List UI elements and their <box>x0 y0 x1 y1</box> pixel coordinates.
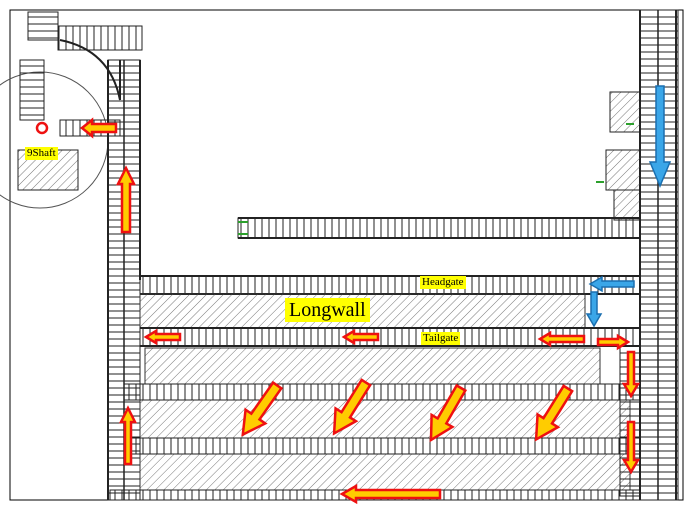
arrow-diagonal-4-icon <box>534 384 574 442</box>
shaft-marker-icon <box>35 121 49 135</box>
gob-panel-3 <box>139 453 631 491</box>
shaft-label: 9Shaft <box>25 147 58 160</box>
headgate-label: Headgate <box>420 276 466 289</box>
arrow-down-blue-right-main-icon <box>648 85 672 188</box>
arrow-left-bottom-icon <box>339 483 442 505</box>
arrow-right-tailgate-icon <box>596 333 631 351</box>
arrow-down-right-2-icon <box>621 420 641 475</box>
gob-panels <box>139 347 631 491</box>
return-arrows <box>585 85 672 328</box>
arrow-left-blue-headgate-icon <box>588 275 635 293</box>
arrow-diagonal-1-icon <box>241 380 284 437</box>
tailgate-label: Tailgate <box>421 332 461 345</box>
gob-panel-1 <box>144 347 601 385</box>
upper-cross-entry <box>237 217 641 239</box>
arrow-up-left-main-icon <box>115 165 137 234</box>
arrow-left-tailgate-2-icon <box>341 328 380 346</box>
arrow-down-right-1-icon <box>621 350 641 399</box>
survey-marks <box>238 123 634 235</box>
arrow-left-tailgate-1-icon <box>143 328 182 346</box>
arrow-diagonal-2-icon <box>332 378 372 436</box>
longwall-label: Longwall <box>285 298 370 322</box>
arrow-down-blue-headgate-icon <box>585 291 603 328</box>
arrow-left-tailgate-3-icon <box>537 330 586 348</box>
headgate-entry <box>139 275 641 295</box>
arrow-up-lower-left-icon <box>118 405 138 466</box>
arrow-left-to-shaft-icon <box>79 117 118 139</box>
arrow-diagonal-3-icon <box>429 383 468 443</box>
tailgate-entry <box>139 327 641 347</box>
intake-arrows <box>79 117 641 505</box>
